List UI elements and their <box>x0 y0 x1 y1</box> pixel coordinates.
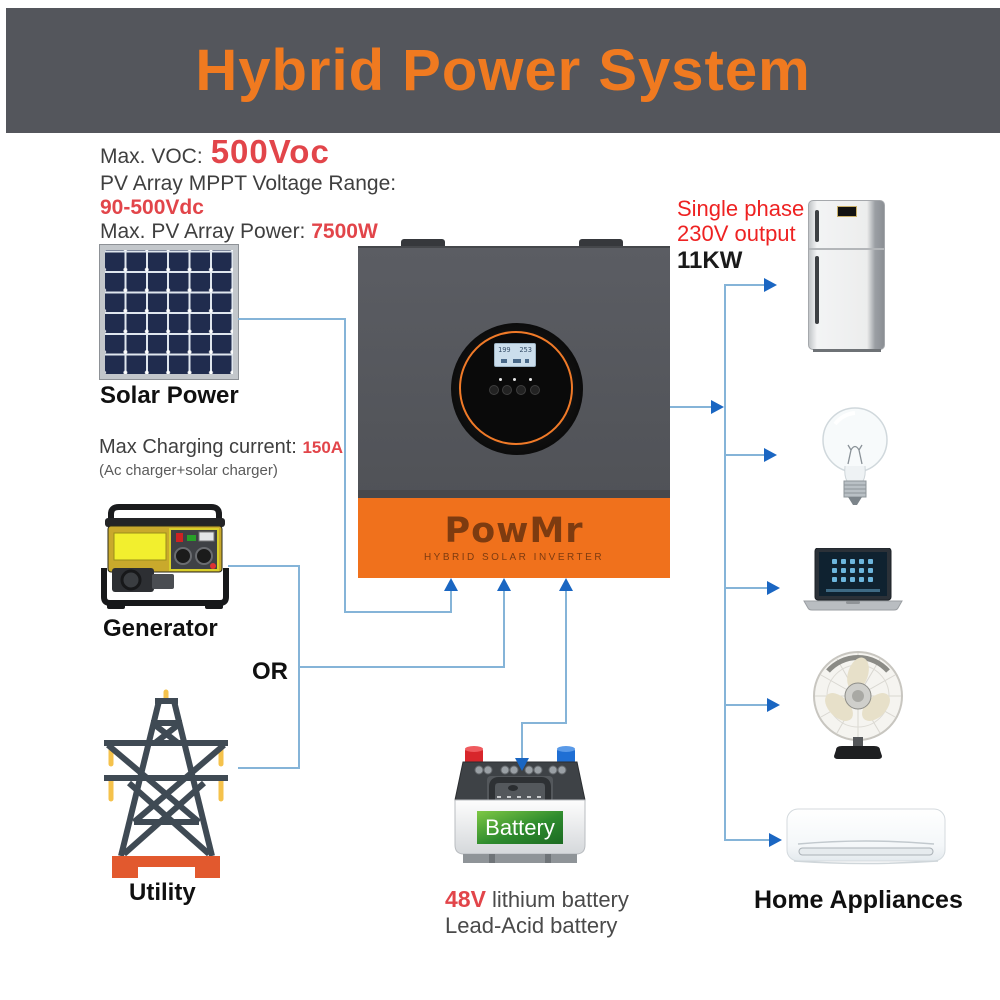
arrowhead-fan <box>767 698 780 712</box>
fridge-handle-bottom <box>815 256 819 324</box>
light-bulb-icon <box>822 407 888 505</box>
inverter-mount-tab-left <box>401 239 445 247</box>
wire-laptop-h <box>724 587 767 589</box>
wire-solar-h2 <box>344 611 452 613</box>
lcd-value-right: 253 <box>519 346 532 354</box>
wire-fan-h <box>724 704 767 706</box>
wire-output-v <box>724 284 726 841</box>
arrowhead-battery-to-inverter <box>559 578 573 591</box>
battery-type1: lithium battery <box>491 887 629 912</box>
charge-label: Max Charging current: <box>99 436 297 458</box>
mppt-range-label: PV Array MPPT Voltage Range: <box>100 172 397 195</box>
wire-ac-h <box>724 839 769 841</box>
title-banner: Hybrid Power System <box>6 8 1000 133</box>
fridge-divider <box>809 248 884 250</box>
output-power: 11KW <box>677 247 743 274</box>
utility-tower-icon <box>104 689 228 878</box>
voc-value: 500Voc <box>210 133 330 170</box>
pv-specs-text: Max. VOC: 500Voc PV Array MPPT Voltage R… <box>100 133 397 244</box>
battery-type2: Lead-Acid battery <box>445 913 618 938</box>
arrowhead-inverter-to-battery <box>515 758 529 771</box>
wire-ac-in-up <box>503 589 505 668</box>
output-phase-line1: Single phase <box>677 196 805 221</box>
solar-panel-icon <box>99 244 239 380</box>
fridge-handle-top <box>815 210 819 242</box>
pv-power-label: Max. PV Array Power: <box>100 220 306 243</box>
lcd-icon <box>501 359 507 363</box>
battery-badge: Battery <box>485 815 555 840</box>
arrowhead-laptop <box>767 581 780 595</box>
air-conditioner-icon <box>786 808 946 865</box>
generator-caption: Generator <box>103 615 218 642</box>
inverter-button-3 <box>516 385 526 395</box>
arrowhead-output <box>711 400 724 414</box>
page-title: Hybrid Power System <box>195 38 811 103</box>
inverter-front-panel: PowMr HYBRID SOLAR INVERTER <box>358 498 670 578</box>
inverter-mount-tab-right <box>579 239 623 247</box>
charging-current-text: Max Charging current: 150A (Ac charger+s… <box>99 436 343 479</box>
arrowhead-fridge <box>764 278 777 292</box>
home-appliances-caption: Home Appliances <box>754 886 963 914</box>
wire-solar-v <box>344 318 346 613</box>
solar-power-caption: Solar Power <box>100 382 239 409</box>
laptop-icon <box>803 548 903 611</box>
inverter-button-4 <box>530 385 540 395</box>
wire-ac-in-h <box>298 666 505 668</box>
mppt-range-value: 90-500Vdc <box>100 196 204 219</box>
wire-battery-h <box>521 722 567 724</box>
generator-icon <box>101 504 229 609</box>
arrowhead-bulb <box>764 448 777 462</box>
inverter-lcd: 199 253 <box>494 343 536 367</box>
wire-bulb-h <box>724 454 764 456</box>
inverter-led-dot <box>499 378 502 381</box>
inverter-led-dot <box>529 378 532 381</box>
battery-icon: Battery <box>454 746 586 863</box>
refrigerator-icon <box>808 200 885 352</box>
wire-utility-h <box>238 767 300 769</box>
tower-base <box>112 856 220 878</box>
wire-output-h <box>670 406 712 408</box>
wire-battery-v1 <box>565 589 567 724</box>
inverter-button-1 <box>489 385 499 395</box>
lcd-value-left: 199 <box>498 346 511 354</box>
fridge-base <box>813 349 881 352</box>
charge-note: (Ac charger+solar charger) <box>99 462 278 479</box>
inverter-band <box>358 490 670 498</box>
inverter-led-dot <box>513 378 516 381</box>
arrowhead-acin-to-inverter <box>497 578 511 591</box>
voc-label: Max. VOC: <box>100 145 203 168</box>
utility-caption: Utility <box>129 879 196 906</box>
lcd-icon <box>513 359 521 363</box>
inverter-button-2 <box>502 385 512 395</box>
charge-value: 150A <box>302 438 344 457</box>
arrowhead-aircon <box>769 833 782 847</box>
wire-battery-v2 <box>521 722 523 760</box>
wire-solar-h <box>238 318 346 320</box>
lcd-icon <box>525 359 529 363</box>
powmr-logo: PowMr <box>444 511 584 551</box>
pv-power-value: 7500W <box>311 220 378 243</box>
solar-cells <box>105 250 233 374</box>
battery-label-plate <box>477 811 563 844</box>
fridge-display <box>837 206 857 217</box>
fan-icon <box>813 651 903 759</box>
output-phase-line2: 230V output <box>677 221 796 246</box>
battery-voltage: 48V <box>445 886 486 912</box>
or-label: OR <box>252 658 288 685</box>
wire-fridge-h <box>724 284 764 286</box>
arrowhead-solar-to-inverter <box>444 578 458 591</box>
inverter-tagline: HYBRID SOLAR INVERTER <box>423 552 605 563</box>
wire-solar-up <box>450 589 452 613</box>
wire-generator-h <box>228 565 300 567</box>
